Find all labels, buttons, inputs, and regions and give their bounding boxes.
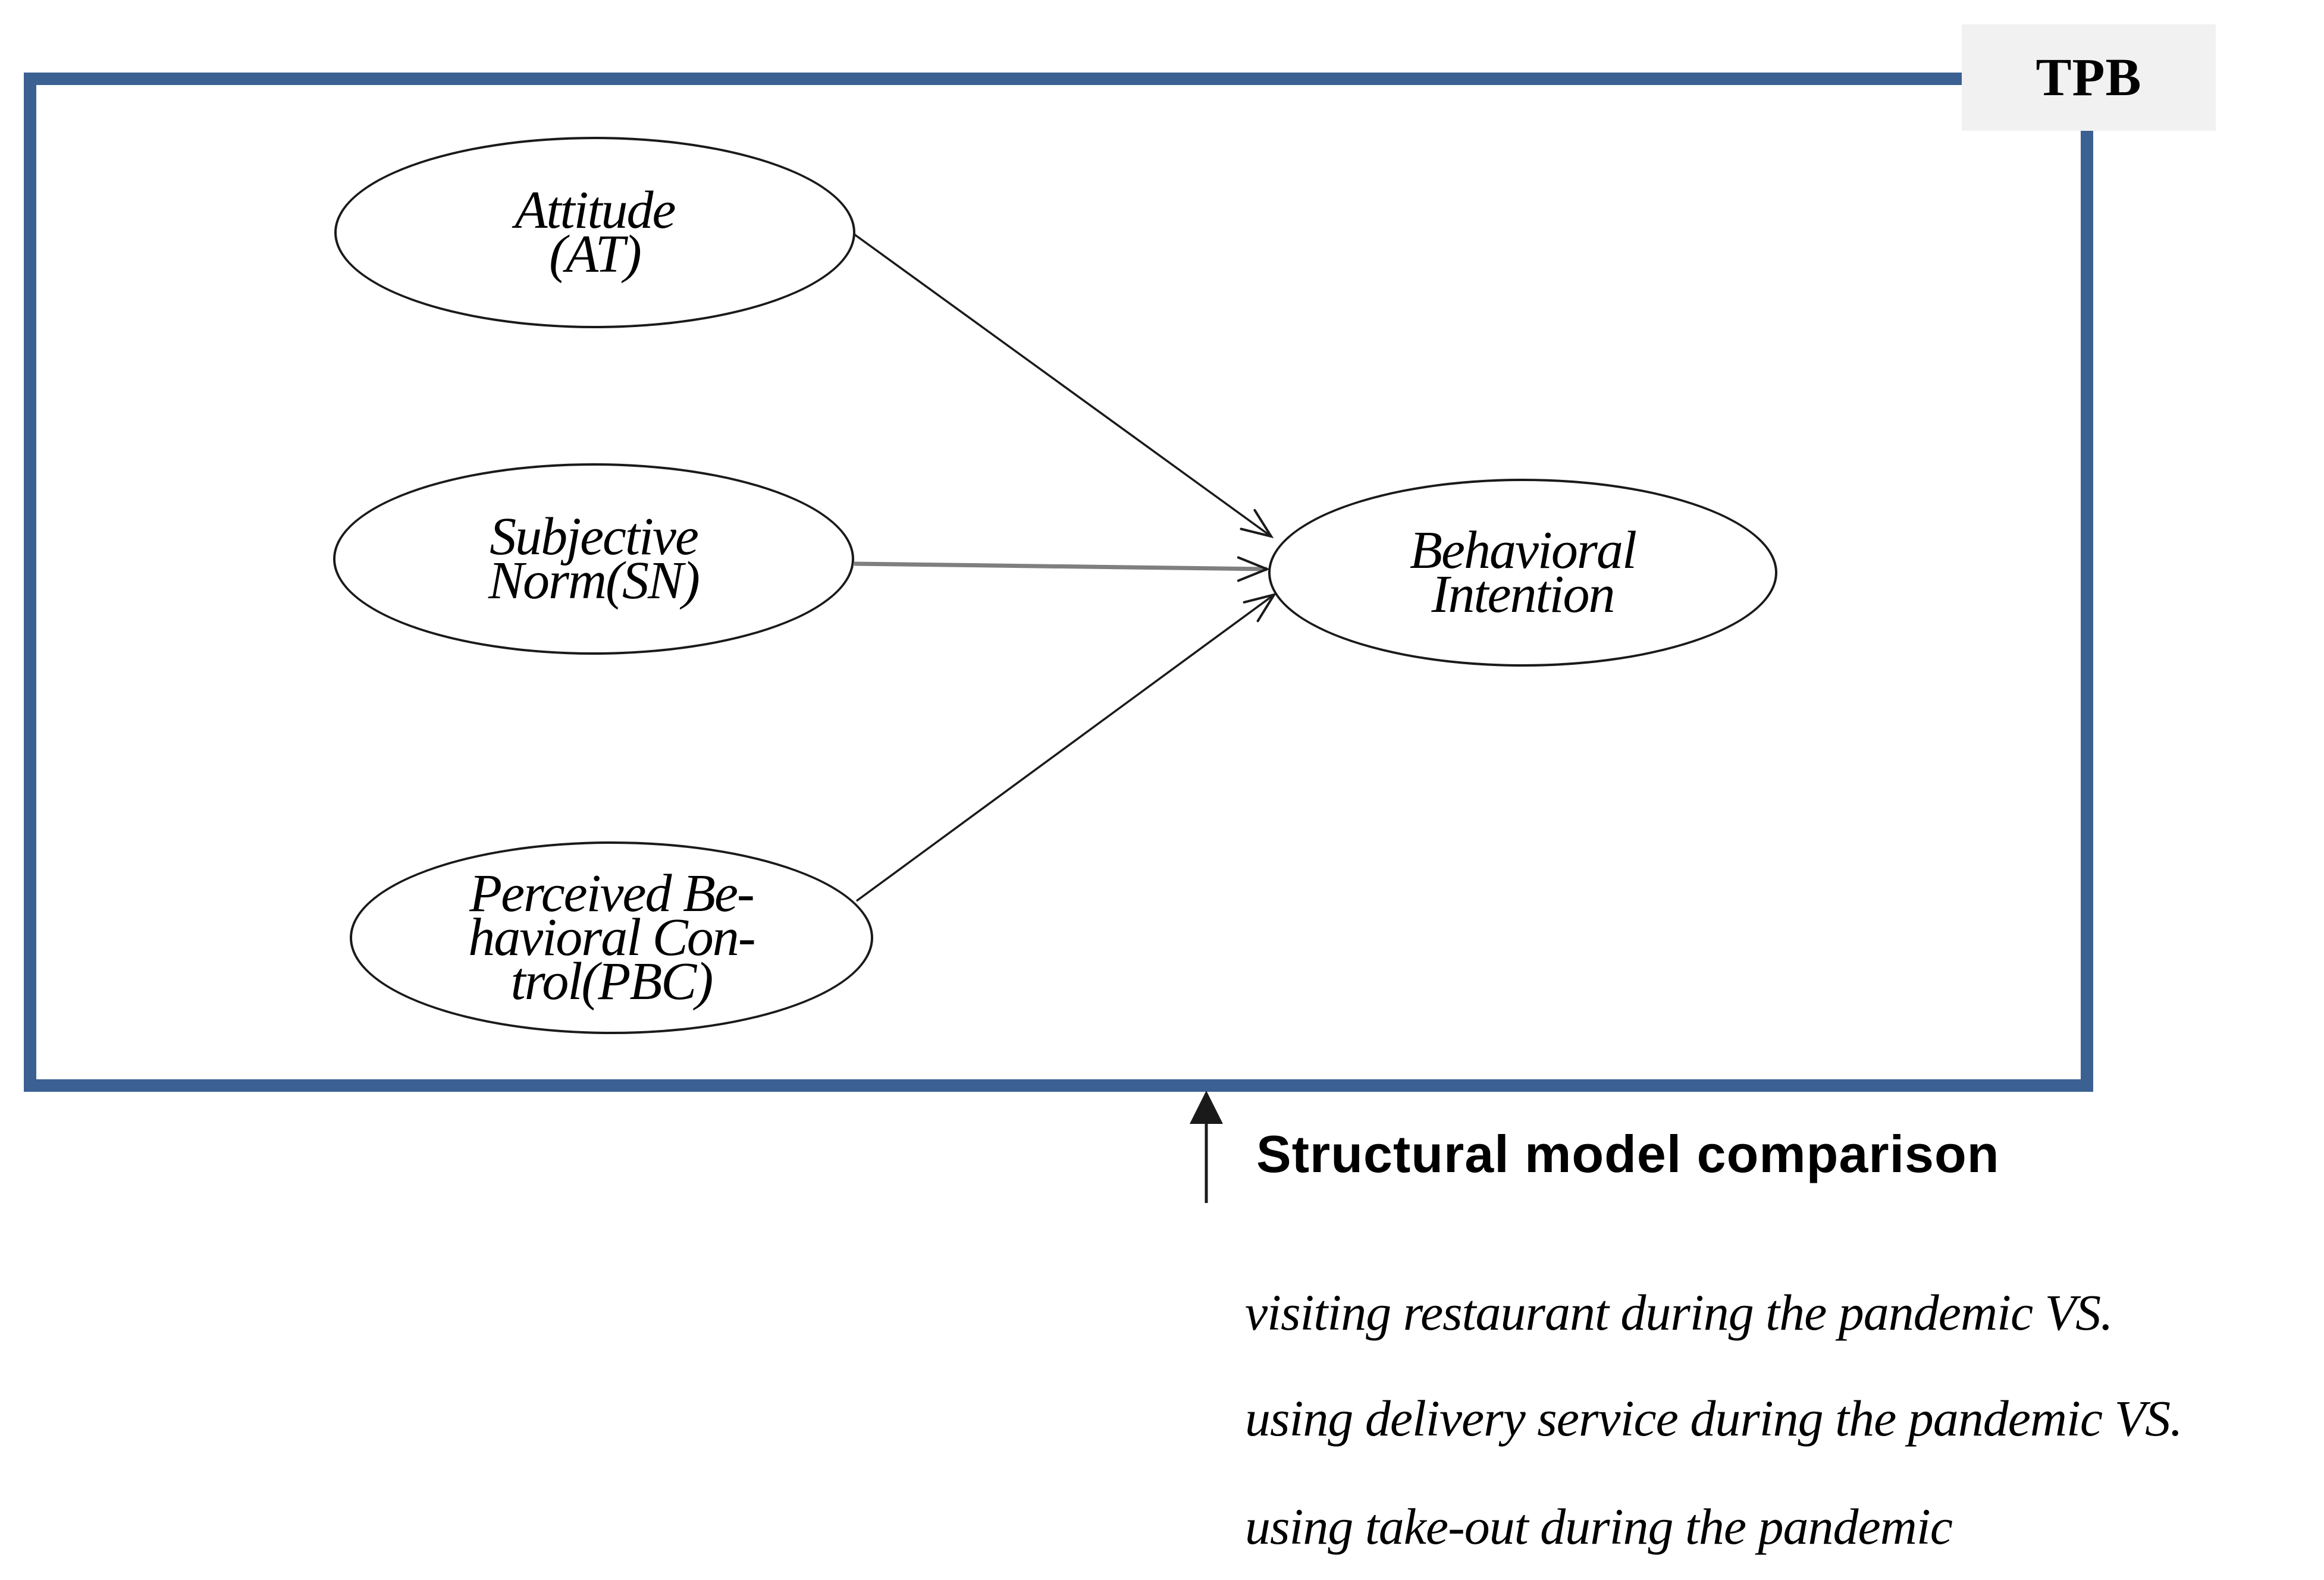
tpb-label-box: TPB	[1962, 24, 2216, 131]
comparison-line-2: using delivery service during the pandem…	[1245, 1390, 2183, 1447]
node-behavioral-intention: Behavioral Intention	[1268, 479, 1777, 667]
tpb-label: TPB	[2036, 48, 2142, 107]
node-behavioral-intention-label: Behavioral Intention	[1410, 521, 1637, 624]
node-subjective-norm-label: Subjective Norm(SN)	[488, 507, 700, 610]
comparison-line-1: visiting restaurant during the pandemic …	[1245, 1284, 2113, 1341]
node-perceived-behavioral-control-label: Perceived Be- havioral Con- trol(PBC)	[468, 864, 755, 1011]
node-subjective-norm: Subjective Norm(SN)	[333, 463, 854, 655]
structural-model-comparison-label: Structural model comparison	[1256, 1124, 2000, 1183]
node-attitude-label: Attitude (AT)	[515, 181, 676, 284]
up-arrow-icon	[1190, 1091, 1223, 1124]
node-perceived-behavioral-control: Perceived Be- havioral Con- trol(PBC)	[350, 841, 873, 1034]
node-attitude: Attitude (AT)	[334, 137, 855, 328]
tpb-frame	[24, 73, 2093, 1092]
comparison-line-3: using take-out during the pandemic	[1245, 1498, 1953, 1555]
